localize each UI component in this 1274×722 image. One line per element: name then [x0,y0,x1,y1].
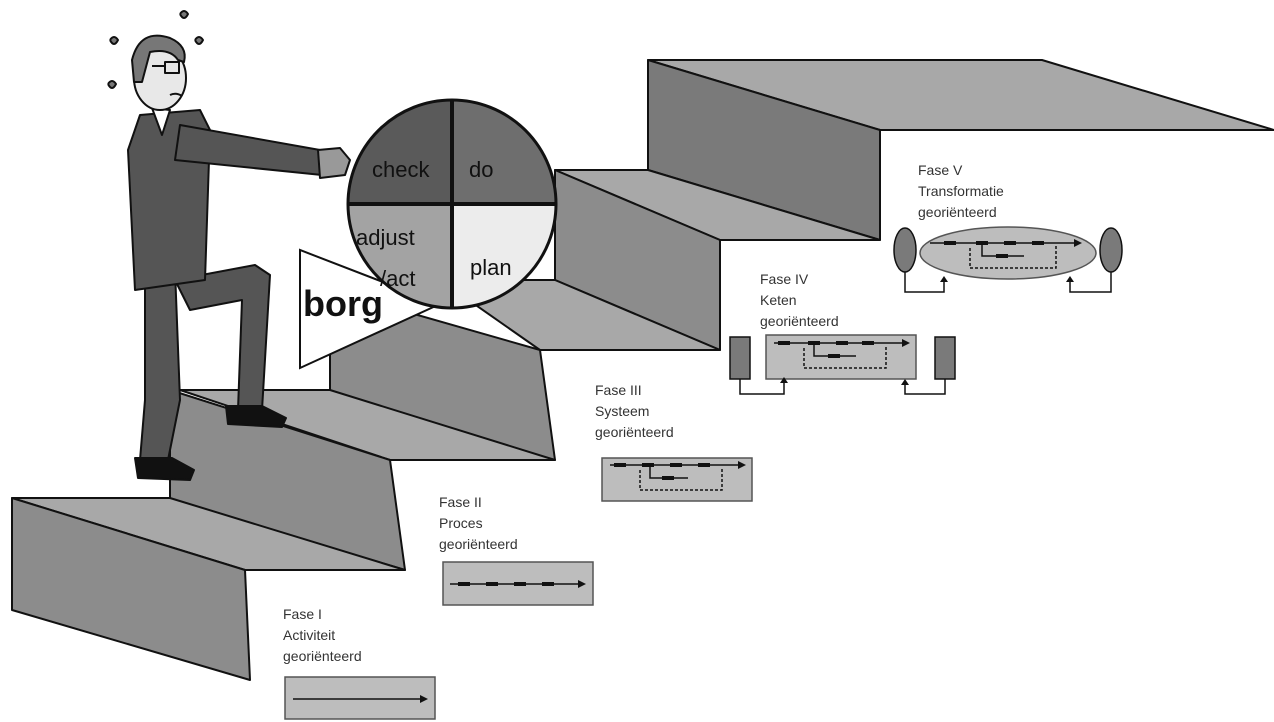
phase-5-suffix: georiënteerd [918,204,997,220]
phase-label-5: Fase V Transformatie georiënteerd [918,162,1004,220]
phase-2-icon [443,562,593,605]
phase-label-2: Fase II Proces georiënteerd [439,494,518,552]
phase-5-icon [894,227,1122,292]
check-label: check [372,157,430,182]
phase-1-suffix: georiënteerd [283,648,362,664]
borg-label: borg [303,283,383,324]
phase-2-name: Proces [439,515,483,531]
phase-3-name: Systeem [595,403,649,419]
phase-label-4: Fase IV Keten georiënteerd [760,271,839,329]
phase-4-suffix: georiënteerd [760,313,839,329]
do-label: do [469,157,493,182]
phase-4-title: Fase IV [760,271,809,287]
phase-1-icon [285,677,435,719]
phase-3-icon [602,458,752,501]
phase-label-3: Fase III Systeem georiënteerd [595,382,674,440]
plan-label: plan [470,255,512,280]
phase-1-title: Fase I [283,606,322,622]
phase-2-suffix: georiënteerd [439,536,518,552]
phase-label-1: Fase I Activiteit georiënteerd [283,606,362,664]
phase-5-title: Fase V [918,162,963,178]
phase-5-name: Transformatie [918,183,1004,199]
phase-3-title: Fase III [595,382,642,398]
act-label: /act [380,266,415,291]
adjust-label: adjust [356,225,415,250]
phase-4-icon [730,335,955,394]
phase-3-suffix: georiënteerd [595,424,674,440]
phase-1-name: Activiteit [283,627,335,643]
phase-4-name: Keten [760,292,797,308]
phase-2-title: Fase II [439,494,482,510]
